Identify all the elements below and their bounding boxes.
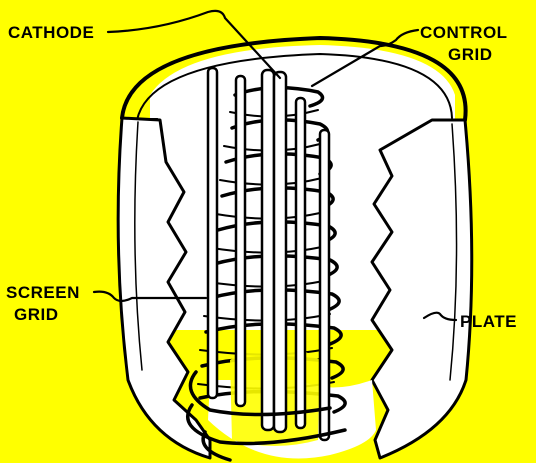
control-grid-label-line2: GRID bbox=[448, 45, 493, 64]
cathode-label: CATHODE bbox=[8, 23, 94, 42]
control-grid-label-line1: CONTROL bbox=[420, 23, 508, 42]
screen-grid-rod bbox=[296, 98, 305, 428]
screen-grid-rod bbox=[236, 76, 245, 406]
plate-label: PLATE bbox=[460, 312, 517, 331]
cathode-sleeve bbox=[262, 70, 274, 430]
screen-grid-label-line1: SCREEN bbox=[6, 283, 80, 302]
cathode-sleeve bbox=[274, 72, 286, 432]
cathode bbox=[262, 70, 286, 432]
screen-grid-rod bbox=[208, 68, 217, 398]
screen-grid-label-line2: GRID bbox=[14, 305, 59, 324]
screen-grid-rod bbox=[320, 130, 329, 440]
